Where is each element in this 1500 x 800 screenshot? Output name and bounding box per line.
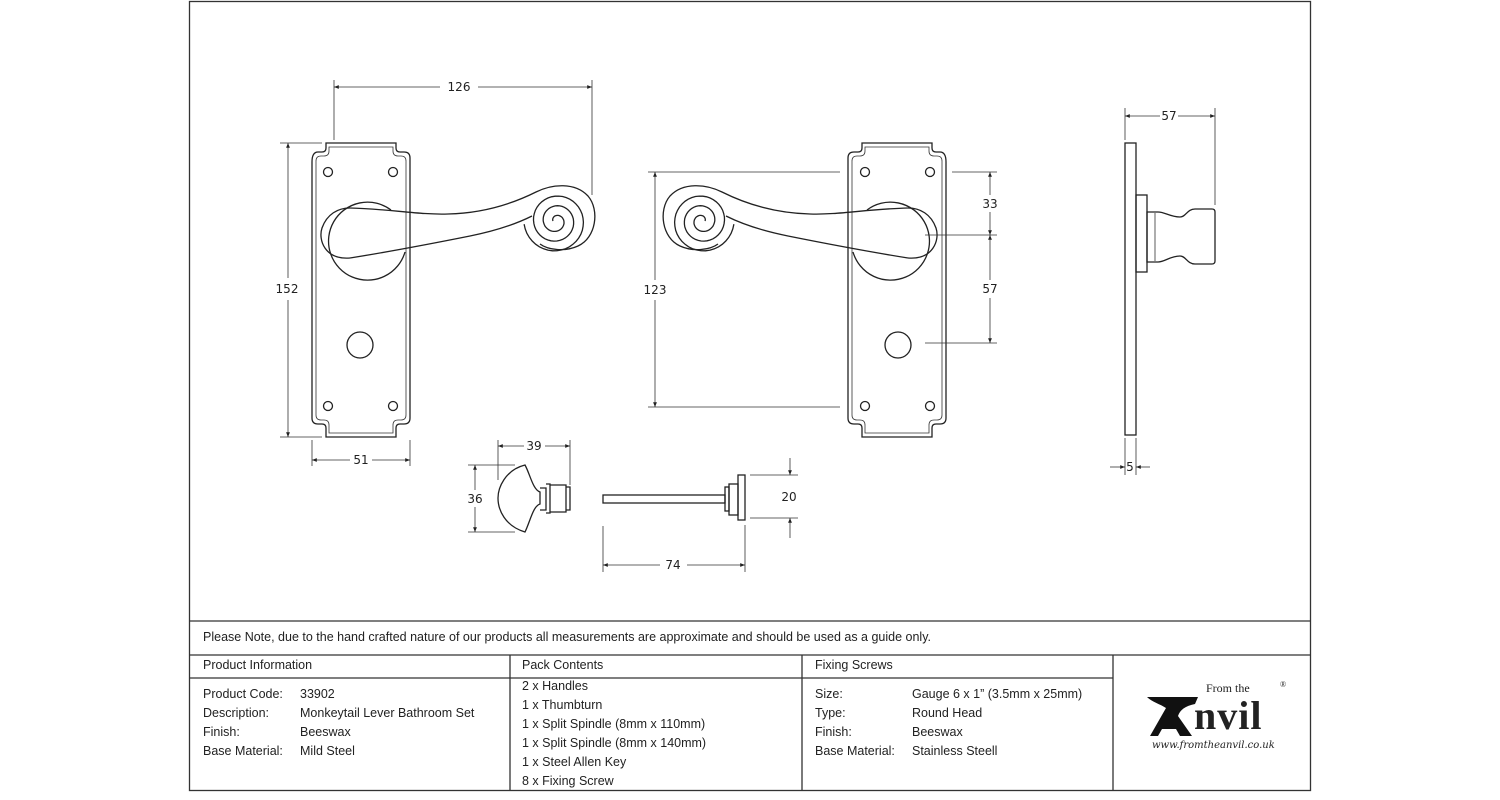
label: Size:: [815, 687, 843, 701]
base-material-row: Base Material: Mild Steel: [203, 742, 474, 761]
value: 33902: [300, 687, 335, 701]
list-item: 1 x Split Spindle (8mm x 110mm): [522, 717, 706, 731]
dim-lever-height: 123: [644, 283, 667, 297]
lever-front-view-right: [662, 142, 947, 438]
value: Gauge 6 x 1” (3.5mm x 25mm): [912, 687, 1083, 701]
list-item: 1 x Steel Allen Key: [522, 755, 627, 769]
logo-from-the: From the: [1206, 681, 1250, 695]
product-info-table: Product Code: 33902 Description: Monkeytai…: [203, 685, 474, 761]
fixing-screws-header: Fixing Screws: [815, 658, 893, 672]
measurement-note: Please Note, due to the hand crafted nat…: [203, 630, 932, 644]
fixing-screws-table: Size: Gauge 6 x 1” (3.5mm x 25mm) Type: Ro…: [815, 685, 1082, 761]
type-row: Type: Round Head: [815, 704, 1082, 723]
pack-contents-list: 2 x Handles 1 x Thumbturn 1 x Split Spin…: [522, 677, 706, 791]
dim-handle-width: 126: [448, 80, 471, 94]
dim-plate-thickness: 5: [1126, 460, 1134, 474]
thumbturn: [497, 464, 571, 533]
label: Finish:: [203, 725, 240, 739]
list-item: 1 x Thumbturn: [522, 698, 603, 712]
value: Beeswax: [912, 725, 963, 739]
label: Base Material:: [203, 744, 283, 758]
finish-row: Finish: Beeswax: [203, 723, 474, 742]
list-item: 1 x Split Spindle (8mm x 140mm): [522, 736, 707, 750]
label: Finish:: [815, 725, 852, 739]
dim-rose-offset: 33: [982, 197, 997, 211]
label: Product Code:: [203, 687, 283, 701]
dim-backplate-height: 152: [276, 282, 299, 296]
value: Round Head: [912, 706, 983, 720]
product-info-header: Product Information: [203, 658, 313, 672]
pack-contents-header: Pack Contents: [522, 658, 604, 672]
value: Beeswax: [300, 725, 351, 739]
emergency-release: [602, 474, 746, 521]
label: Type:: [815, 706, 846, 720]
list-item: 2 x Handles: [522, 679, 589, 693]
base-material-row: Base Material: Stainless Steell: [815, 742, 1082, 761]
size-row: Size: Gauge 6 x 1” (3.5mm x 25mm): [815, 685, 1082, 704]
product-code-row: Product Code: 33902: [203, 685, 474, 704]
value: Monkeytail Lever Bathroom Set: [300, 706, 475, 720]
dim-backplate-width: 51: [353, 453, 368, 467]
value: Mild Steel: [300, 744, 355, 758]
drawing-frame: [188, 0, 1312, 792]
logo-url: www.fromtheanvil.co.uk: [1152, 740, 1275, 751]
value: Stainless Steell: [912, 744, 998, 758]
dim-release-length: 74: [665, 558, 680, 572]
dim-projection: 57: [1161, 109, 1176, 123]
list-item: 8 x Fixing Screw: [522, 774, 614, 788]
dim-spindle-to-turn: 57: [982, 282, 997, 296]
label: Description:: [203, 706, 269, 720]
dim-thumbturn-length: 39: [526, 439, 541, 453]
label: Base Material:: [815, 744, 895, 758]
anvil-logo-icon: [1147, 697, 1198, 736]
dim-thumbturn-height: 36: [467, 492, 482, 506]
dim-release-diameter: 20: [781, 490, 796, 504]
logo-brand: nvil: [1194, 693, 1263, 738]
logo-registered: ®: [1280, 680, 1287, 689]
finish-row: Finish: Beeswax: [815, 723, 1082, 742]
lever-side-view: [1124, 142, 1216, 436]
lever-front-view-left: [311, 142, 596, 438]
description-row: Description: Monkeytail Lever Bathroom Se…: [203, 704, 474, 723]
